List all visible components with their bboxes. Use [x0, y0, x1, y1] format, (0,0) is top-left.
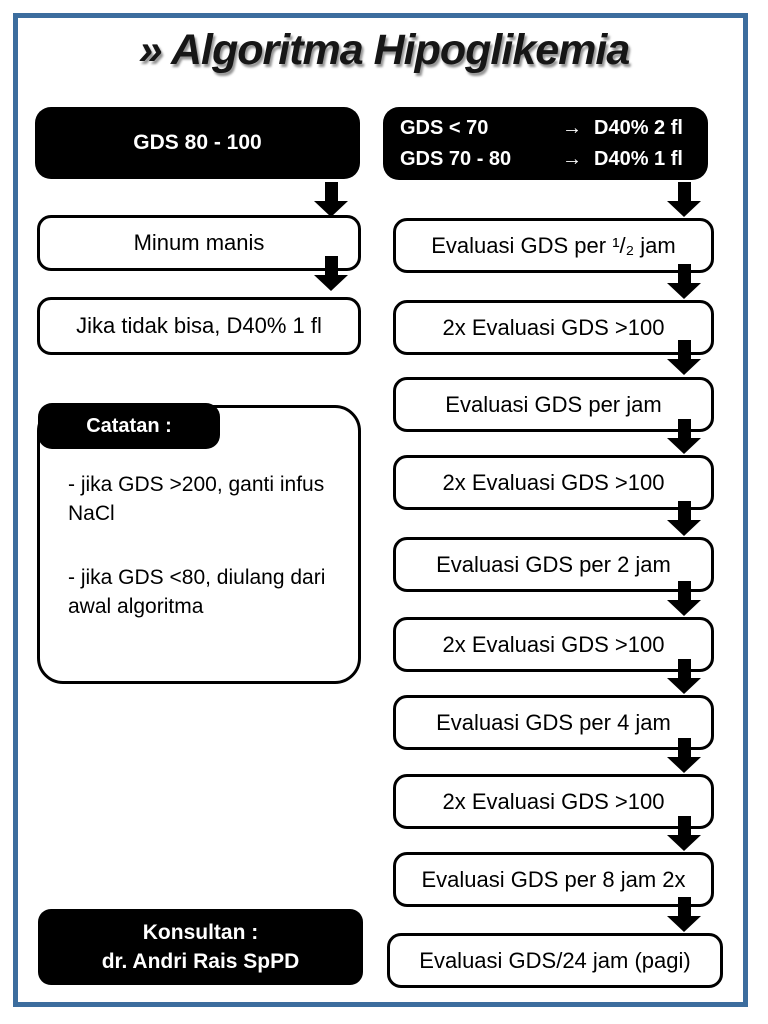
step-label: Evaluasi GDS per 2 jam: [436, 551, 671, 577]
down-arrow-head: [667, 600, 701, 616]
step-label: Evaluasi GDS per ¹/₂ jam: [431, 232, 676, 258]
notes-title: Catatan :: [86, 414, 172, 437]
down-arrow-head: [667, 283, 701, 299]
step-label: 2x Evaluasi GDS >100: [442, 469, 665, 495]
down-arrow: [667, 182, 701, 217]
step-label: Jika tidak bisa, D40% 1 fl: [76, 313, 322, 338]
page-border-frame: [13, 13, 748, 1007]
down-arrow-head: [314, 201, 348, 217]
left-start-label: GDS 80 - 100: [133, 131, 262, 154]
down-arrow: [667, 419, 701, 454]
down-arrow-head: [667, 916, 701, 932]
down-arrow-stem: [677, 419, 691, 438]
right-step-eval-per-4-jam: Evaluasi GDS per 4 jam: [393, 695, 714, 750]
down-arrow-stem: [677, 816, 691, 835]
right-start-box: GDS < 70 → D40% 2 fl GDS 70 - 80 → D40% …: [383, 107, 708, 180]
down-arrow-stem: [677, 264, 691, 283]
right-step-2x-eval-2: 2x Evaluasi GDS >100: [393, 455, 714, 510]
note-item: - jika GDS >200, ganti infus NaCl: [68, 473, 325, 525]
right-step-eval-per-2-jam: Evaluasi GDS per 2 jam: [393, 537, 714, 592]
right-arrow-glyph: →: [562, 147, 582, 170]
right-step-2x-eval-3: 2x Evaluasi GDS >100: [393, 617, 714, 672]
condition-row: GDS 70 - 80 → D40% 1 fl: [383, 144, 708, 175]
down-arrow-stem: [677, 659, 691, 678]
down-arrow-stem: [324, 182, 338, 201]
down-arrow: [667, 816, 701, 851]
down-arrow-head: [667, 678, 701, 694]
consultant-box: Konsultan : dr. Andri Rais SpPD: [38, 909, 363, 985]
right-step-eval-per-8-jam: Evaluasi GDS per 8 jam 2x: [393, 852, 714, 907]
step-label: Evaluasi GDS per jam: [445, 391, 662, 417]
down-arrow-head: [667, 835, 701, 851]
left-start-box: GDS 80 - 100: [35, 107, 360, 179]
right-step-eval-per-jam: Evaluasi GDS per jam: [393, 377, 714, 432]
down-arrow: [667, 501, 701, 536]
down-arrow-head: [667, 757, 701, 773]
right-arrow-glyph: →: [562, 116, 582, 139]
down-arrow: [667, 738, 701, 773]
page-title: » Algoritma Hipoglikemia: [138, 26, 631, 74]
left-step-minum-manis: Minum manis: [37, 215, 361, 271]
down-arrow: [667, 264, 701, 299]
down-arrow-stem: [677, 738, 691, 757]
down-arrow: [667, 581, 701, 616]
down-arrow-stem: [324, 256, 338, 275]
down-arrow-stem: [677, 897, 691, 916]
step-label: 2x Evaluasi GDS >100: [442, 314, 665, 340]
down-arrow-stem: [677, 340, 691, 359]
down-arrow: [314, 256, 348, 291]
down-arrow-stem: [677, 581, 691, 600]
step-label: Evaluasi GDS per 4 jam: [436, 709, 671, 735]
down-arrow-stem: [677, 182, 691, 201]
step-label: Evaluasi GDS per 8 jam 2x: [421, 866, 686, 892]
down-arrow: [667, 897, 701, 932]
down-arrow-head: [667, 359, 701, 375]
down-arrow-head: [667, 438, 701, 454]
step-label: Minum manis: [133, 230, 265, 255]
right-step-eval-24-jam: Evaluasi GDS/24 jam (pagi): [387, 933, 723, 988]
down-arrow-head: [314, 275, 348, 291]
right-step-2x-eval-1: 2x Evaluasi GDS >100: [393, 300, 714, 355]
left-step-d40: Jika tidak bisa, D40% 1 fl: [37, 297, 361, 355]
condition-label: GDS < 70: [400, 116, 489, 139]
right-step-eval-half-jam: Evaluasi GDS per ¹/₂ jam: [393, 218, 714, 273]
down-arrow-stem: [677, 501, 691, 520]
step-label: 2x Evaluasi GDS >100: [442, 631, 665, 657]
condition-row: GDS < 70 → D40% 2 fl: [383, 113, 708, 144]
down-arrow: [314, 182, 348, 217]
step-label: 2x Evaluasi GDS >100: [442, 788, 665, 814]
right-step-2x-eval-4: 2x Evaluasi GDS >100: [393, 774, 714, 829]
step-label: Evaluasi GDS/24 jam (pagi): [419, 947, 691, 973]
down-arrow: [667, 659, 701, 694]
notes-box: [37, 405, 361, 684]
consultant-name: dr. Andri Rais SpPD: [101, 950, 300, 973]
condition-label: GDS 70 - 80: [400, 147, 512, 170]
notes-title-box: Catatan :: [38, 403, 220, 449]
action-label: D40% 1 fl: [594, 147, 683, 170]
consultant-title: Konsultan :: [142, 921, 259, 944]
action-label: D40% 2 fl: [594, 116, 683, 139]
down-arrow-head: [667, 201, 701, 217]
down-arrow: [667, 340, 701, 375]
note-item: - jika GDS <80, diulang dari awal algori…: [68, 566, 326, 618]
notes-content: - jika GDS >200, ganti infus NaCl - jika…: [68, 470, 330, 656]
down-arrow-head: [667, 520, 701, 536]
